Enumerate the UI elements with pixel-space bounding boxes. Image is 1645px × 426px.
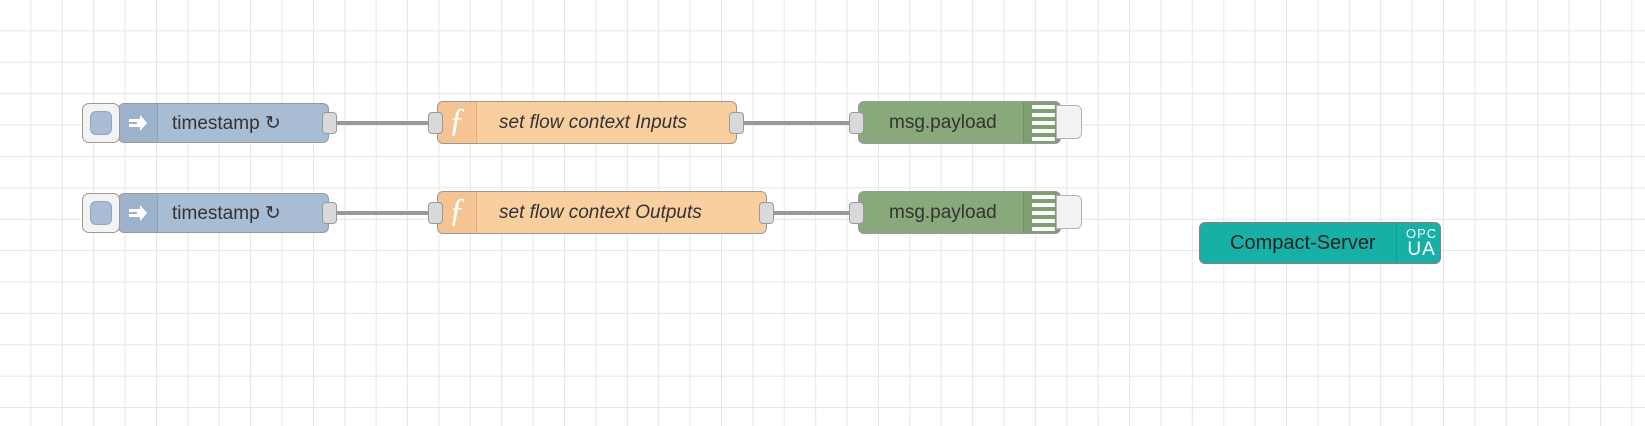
opc-ua-icon-bottom: UA bbox=[1407, 239, 1436, 260]
opcua-server-label: Compact-Server bbox=[1230, 232, 1376, 254]
function-output-port[interactable] bbox=[759, 202, 774, 224]
debug-input-port[interactable] bbox=[849, 112, 864, 134]
opcua-server-node[interactable]: Compact-Server OPC UA bbox=[1199, 222, 1441, 264]
function-node-label: set flow context Inputs bbox=[499, 112, 687, 133]
wire-function-to-debug[interactable] bbox=[770, 211, 857, 215]
debug-node-label: msg.payload bbox=[889, 202, 997, 223]
opc-ua-icon: OPC UA bbox=[1395, 223, 1440, 263]
inject-node-label: timestamp ↻ bbox=[172, 112, 281, 134]
inject-arrow-icon bbox=[119, 194, 158, 232]
inject-trigger-button[interactable] bbox=[82, 103, 120, 143]
inject-trigger-button-inner bbox=[90, 201, 112, 225]
inject-output-port[interactable] bbox=[322, 202, 337, 224]
inject-output-port[interactable] bbox=[322, 112, 337, 134]
function-node-label: set flow context Outputs bbox=[499, 202, 702, 223]
function-input-port[interactable] bbox=[428, 202, 443, 224]
debug-node-label: msg.payload bbox=[889, 112, 997, 133]
inject-node[interactable]: timestamp ↻ bbox=[118, 103, 329, 143]
inject-node[interactable]: timestamp ↻ bbox=[118, 193, 329, 233]
debug-enable-toggle[interactable] bbox=[1056, 105, 1082, 139]
function-node[interactable]: ƒ set flow context Outputs bbox=[437, 191, 767, 234]
opc-ua-icon-top: OPC bbox=[1406, 226, 1438, 241]
wire-inject-to-function[interactable] bbox=[332, 211, 434, 215]
inject-node-label: timestamp ↻ bbox=[172, 202, 281, 224]
wire-inject-to-function[interactable] bbox=[332, 121, 434, 125]
inject-arrow-icon bbox=[119, 104, 158, 142]
debug-node[interactable]: msg.payload bbox=[858, 191, 1061, 234]
debug-enable-toggle[interactable] bbox=[1056, 195, 1082, 229]
function-f-icon: ƒ bbox=[438, 192, 477, 233]
debug-input-port[interactable] bbox=[849, 202, 864, 224]
inject-trigger-button[interactable] bbox=[82, 193, 120, 233]
debug-node[interactable]: msg.payload bbox=[858, 101, 1061, 144]
inject-trigger-button-inner bbox=[90, 111, 112, 135]
function-node[interactable]: ƒ set flow context Inputs bbox=[437, 101, 737, 144]
debug-lines-icon bbox=[1022, 102, 1060, 143]
debug-lines-icon bbox=[1022, 192, 1060, 233]
function-input-port[interactable] bbox=[428, 112, 443, 134]
function-output-port[interactable] bbox=[729, 112, 744, 134]
function-f-icon: ƒ bbox=[438, 102, 477, 143]
wire-function-to-debug[interactable] bbox=[740, 121, 857, 125]
